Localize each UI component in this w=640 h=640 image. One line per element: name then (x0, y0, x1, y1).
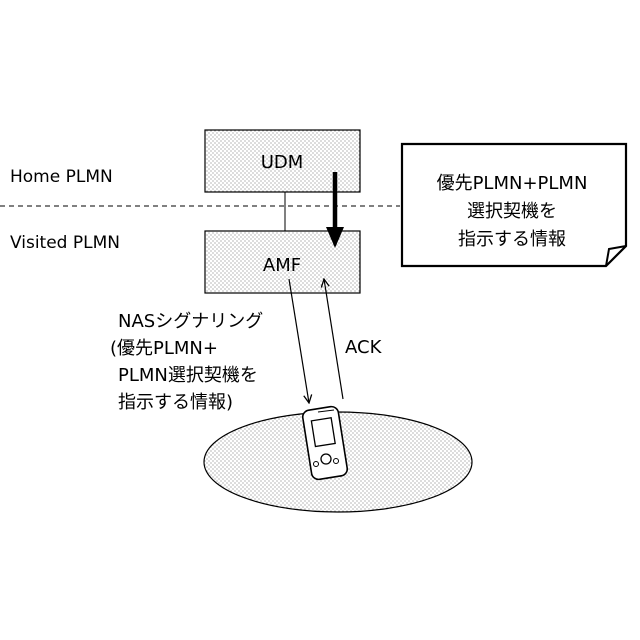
nas-signaling-line-3: PLMN選択契機を (118, 365, 258, 386)
nas-signaling-line-4: 指示する情報) (118, 392, 233, 413)
visited-plmn-label: Visited PLMN (10, 233, 120, 253)
info-note-line-1: 優先PLMN+PLMN (437, 173, 588, 194)
home-plmn-label: Home PLMN (10, 167, 113, 187)
nas-signaling-line-2: (優先PLMN+ (110, 338, 218, 359)
ack-label: ACK (345, 337, 383, 358)
info-note-line-2: 選択契機を (467, 201, 557, 222)
nas-signaling-line-1: NASシグナリング (118, 311, 263, 332)
info-note-line-3: 指示する情報 (458, 229, 566, 250)
amf-label: AMF (263, 255, 301, 276)
nas-signaling-arrow (289, 279, 309, 403)
ack-arrow (324, 279, 343, 399)
udm-label: UDM (261, 152, 304, 173)
